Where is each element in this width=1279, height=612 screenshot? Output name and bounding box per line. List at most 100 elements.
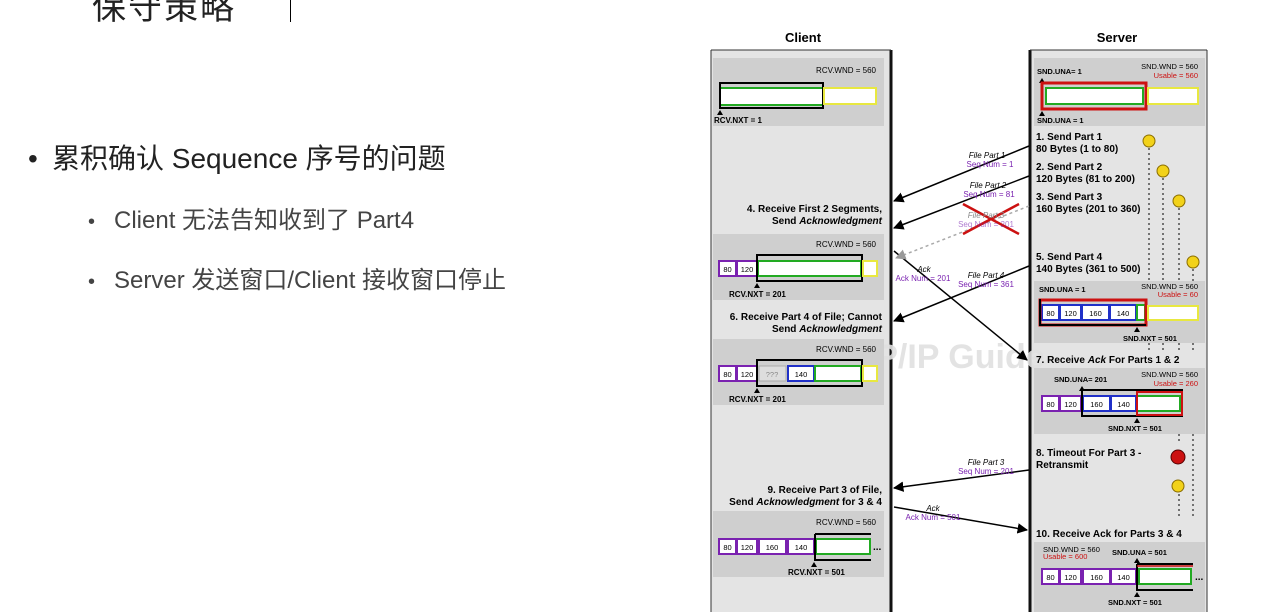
svg-text:SND.NXT = 501: SND.NXT = 501 xyxy=(1108,424,1162,433)
svg-text:140: 140 xyxy=(795,370,808,379)
svg-text:???: ??? xyxy=(766,370,779,379)
svg-text:160: 160 xyxy=(1089,309,1102,318)
arrow-file-part-1 xyxy=(893,145,1030,203)
msg-fp1-seq: Seq Num = 1 xyxy=(967,160,1014,169)
svg-text:Usable = 600: Usable = 600 xyxy=(1043,552,1087,561)
client-title: Client xyxy=(785,30,822,45)
msg-fp2-seq: Seq Num = 81 xyxy=(963,190,1015,199)
svg-text:80: 80 xyxy=(1046,573,1054,582)
lost-packet-x-icon xyxy=(962,202,1020,236)
svg-text:...: ... xyxy=(873,542,882,553)
server-step-8: 8. Timeout For Part 3 - Retransmit xyxy=(1036,448,1186,493)
timer-icon xyxy=(1142,134,1156,148)
arrow-file-part-4 xyxy=(893,265,1030,323)
svg-text:SND.NXT = 501: SND.NXT = 501 xyxy=(1108,598,1162,607)
timeout-alarm-icon xyxy=(1170,449,1186,465)
timer-icon xyxy=(1186,255,1200,269)
svg-text:140: 140 xyxy=(795,543,808,552)
bullet-dot-icon: • xyxy=(88,211,96,233)
client-step-6: 6. Receive Part 4 of File; Cannot xyxy=(730,312,883,323)
bullet-dot-icon: • xyxy=(88,271,96,293)
svg-text:120: 120 xyxy=(1064,573,1077,582)
svg-text:Usable = 60: Usable = 60 xyxy=(1158,290,1198,299)
client-state-3: RCV.WND = 560 80 120 ??? 140 RCV.NXT = 2… xyxy=(713,339,884,405)
client-step-4-line2: Send Acknowledgment xyxy=(772,216,883,227)
server-state-3: SND.UNA= 201 SND.WND = 560 Usable = 260 … xyxy=(1034,368,1205,434)
server-step-7: 7. Receive Ack For Parts 1 & 2 xyxy=(1036,355,1180,366)
msg-fp2: File Part 2 xyxy=(970,181,1007,190)
svg-text:140: 140 xyxy=(1117,573,1130,582)
svg-text:RCV.NXT = 201: RCV.NXT = 201 xyxy=(729,395,786,404)
bullet-dot-icon: • xyxy=(28,143,38,174)
svg-text:160 Bytes (201 to 360): 160 Bytes (201 to 360) xyxy=(1036,204,1141,215)
text-caret xyxy=(290,0,291,22)
svg-text:160: 160 xyxy=(766,543,779,552)
msg-fp3-lost-seq: Seq Num = 201 xyxy=(958,220,1014,229)
msg-fp1: File Part 1 xyxy=(969,151,1005,160)
svg-text:RCV.WND = 560: RCV.WND = 560 xyxy=(816,66,877,75)
svg-text:8. Timeout For Part 3 -: 8. Timeout For Part 3 - xyxy=(1036,448,1141,459)
svg-text:80 Bytes (1 to 80): 80 Bytes (1 to 80) xyxy=(1036,144,1118,155)
svg-text:Usable = 260: Usable = 260 xyxy=(1154,379,1198,388)
msg-fp3-retransmit-seq: Seq Num = 201 xyxy=(958,467,1014,476)
svg-text:120: 120 xyxy=(741,370,754,379)
svg-text:80: 80 xyxy=(723,265,731,274)
svg-text:2. Send Part 2: 2. Send Part 2 xyxy=(1036,162,1103,173)
svg-text:SND.WND = 560: SND.WND = 560 xyxy=(1141,62,1198,71)
svg-text:120: 120 xyxy=(1064,400,1077,409)
server-state-2: SND.UNA = 1 SND.WND = 560 Usable = 60 80… xyxy=(1034,281,1205,343)
sub-bullet-text: Server 发送窗口/Client 接收窗口停止 xyxy=(114,267,507,294)
client-step-9-line2: Send Acknowledgment for 3 & 4 xyxy=(729,497,882,508)
svg-text:RCV.WND = 560: RCV.WND = 560 xyxy=(816,240,877,249)
server-title: Server xyxy=(1097,30,1137,45)
timer-icon xyxy=(1156,164,1170,178)
svg-text:80: 80 xyxy=(723,370,731,379)
server-step-10: 10. Receive Ack for Parts 3 & 4 xyxy=(1036,529,1182,540)
svg-text:SND.UNA = 501: SND.UNA = 501 xyxy=(1112,548,1167,557)
svg-text:140: 140 xyxy=(1117,309,1130,318)
server-step-2: 2. Send Part 2 120 Bytes (81 to 200) xyxy=(1036,162,1170,185)
client-state-4: RCV.WND = 560 80 120 160 140 ... RCV.NXT… xyxy=(713,511,884,577)
msg-fp4: File Part 4 xyxy=(968,271,1005,280)
svg-text:120: 120 xyxy=(741,543,754,552)
bullet-text: 累积确认 Sequence 序号的问题 xyxy=(52,143,446,174)
svg-text:1. Send Part 1: 1. Send Part 1 xyxy=(1036,132,1103,143)
svg-text:120: 120 xyxy=(741,265,754,274)
timer-icon xyxy=(1171,479,1185,493)
svg-text:SND.NXT = 501: SND.NXT = 501 xyxy=(1123,334,1177,343)
timer-icon xyxy=(1172,194,1186,208)
client-step-4: 4. Receive First 2 Segments, xyxy=(747,204,882,215)
svg-text:...: ... xyxy=(1195,572,1204,583)
arrow-file-part-2 xyxy=(893,175,1030,230)
sub-bullet-item: • Client 无法告知收到了 Part4 xyxy=(88,200,414,235)
svg-text:5. Send Part 4: 5. Send Part 4 xyxy=(1036,252,1103,263)
svg-text:RCV.WND = 560: RCV.WND = 560 xyxy=(816,345,877,354)
svg-text:80: 80 xyxy=(1046,400,1054,409)
arrow-ack-501 xyxy=(893,506,1029,534)
arrow-file-part-3-lost xyxy=(895,205,1030,260)
sub-bullet-text: Client 无法告知收到了 Part4 xyxy=(114,207,415,234)
server-state-1: SND.UNA= 1 SND.WND = 560 Usable = 560 SN… xyxy=(1034,58,1205,126)
client-step-9: 9. Receive Part 3 of File, xyxy=(768,485,883,496)
msg-fp3-retransmit: File Part 3 xyxy=(968,458,1005,467)
sub-bullet-item: • Server 发送窗口/Client 接收窗口停止 xyxy=(88,260,506,295)
svg-text:160: 160 xyxy=(1090,573,1103,582)
server-step-5: 5. Send Part 4 140 Bytes (361 to 500) xyxy=(1036,252,1200,275)
msg-fp4-seq: Seq Num = 361 xyxy=(958,280,1014,289)
svg-text:SND.UNA= 1: SND.UNA= 1 xyxy=(1037,67,1082,76)
svg-text:SND.WND = 560: SND.WND = 560 xyxy=(1141,370,1198,379)
msg-ack1: Ack xyxy=(916,265,931,274)
msg-ack2-num: Ack Num = 501 xyxy=(906,513,961,522)
svg-text:140: 140 xyxy=(1117,400,1130,409)
slide-title-fragment: 保守策略 xyxy=(92,0,236,27)
svg-text:SND.UNA = 1: SND.UNA = 1 xyxy=(1037,116,1084,125)
msg-fp3-lost: File Part 3 xyxy=(968,211,1005,220)
svg-text:RCV.NXT = 1: RCV.NXT = 1 xyxy=(714,116,762,125)
client-state-1: RCV.WND = 560 RCV.NXT = 1 xyxy=(713,58,884,126)
client-step-6-line2: Send Acknowledgment xyxy=(772,324,883,335)
arrow-ack-201 xyxy=(893,250,1028,361)
svg-text:80: 80 xyxy=(723,543,731,552)
svg-text:120: 120 xyxy=(1064,309,1077,318)
svg-text:3. Send Part 3: 3. Send Part 3 xyxy=(1036,192,1103,203)
